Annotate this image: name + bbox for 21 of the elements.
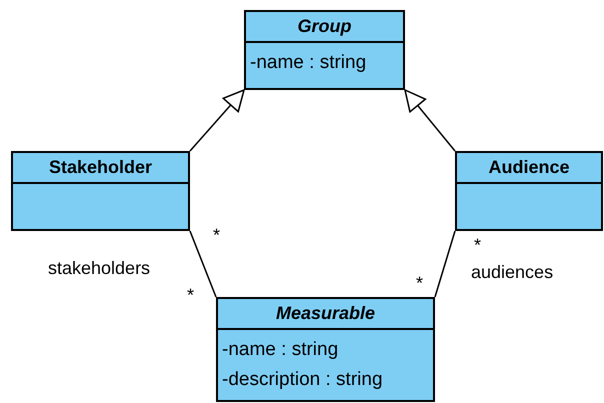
attribute-text: -description : string xyxy=(222,368,384,392)
generalization-arrow xyxy=(189,89,245,152)
class-name: Stakeholder xyxy=(48,156,152,179)
attribute-text: -name : string xyxy=(222,338,340,362)
attribute-text: -name : string xyxy=(250,51,368,75)
class-box xyxy=(244,10,405,90)
association-line xyxy=(189,230,217,298)
class-box xyxy=(455,151,603,231)
class-name: Measurable xyxy=(276,302,376,325)
association-line xyxy=(434,230,456,298)
multiplicity-label: * xyxy=(416,272,424,294)
class-box xyxy=(216,297,435,402)
multiplicity-label: stakeholders xyxy=(48,257,150,280)
multiplicity-label: * xyxy=(187,284,194,306)
class-box xyxy=(11,151,190,231)
multiplicity-label: * xyxy=(474,234,482,256)
class-name: Group xyxy=(298,15,352,38)
multiplicity-label: audiences xyxy=(471,261,554,284)
multiplicity-label: * xyxy=(213,224,220,246)
class-name: Audience xyxy=(488,156,570,179)
generalization-arrow xyxy=(404,89,456,152)
